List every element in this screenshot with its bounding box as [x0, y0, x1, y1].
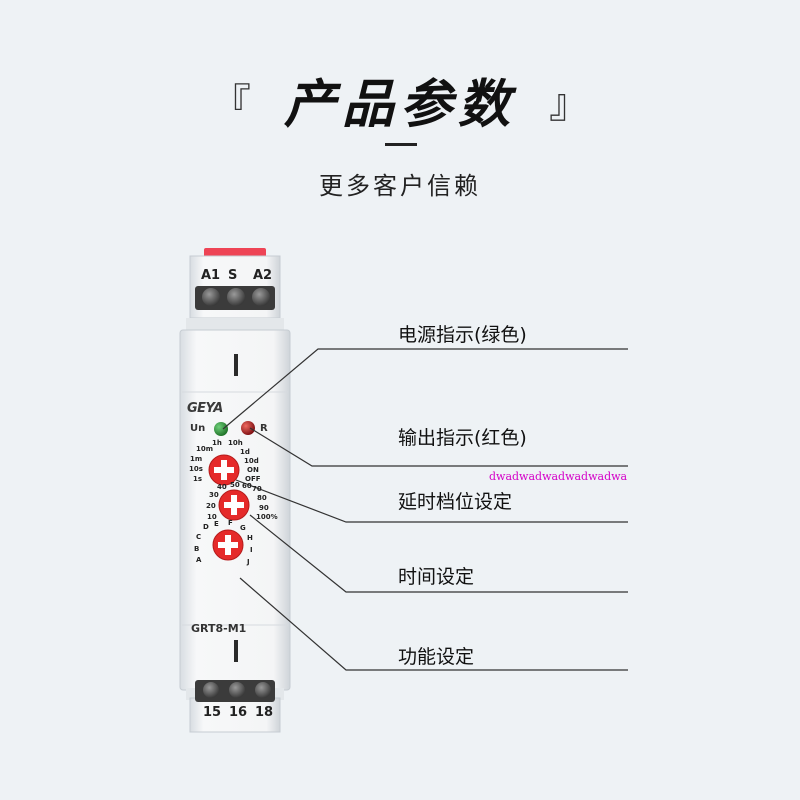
bottom-terminal-block — [189, 697, 281, 733]
callout-time-setting: 时间设定 — [398, 566, 475, 588]
dial-tick: 10d — [244, 457, 259, 465]
screw-icon — [227, 288, 245, 306]
callout-line-time — [249, 514, 628, 593]
bottom-screws — [203, 682, 271, 698]
power-led-icon — [214, 422, 228, 436]
dial-tick: 80 — [257, 494, 267, 502]
dial-tick: 50 — [230, 481, 240, 489]
knob-cross — [225, 535, 231, 555]
knob-cross — [221, 460, 227, 480]
callout-lines — [222, 348, 628, 671]
callout-line-output — [249, 427, 628, 467]
title-divider — [385, 143, 417, 146]
callout-line-percent — [235, 479, 628, 523]
dial-tick: 70 — [252, 485, 262, 493]
dial-tick: D — [203, 523, 209, 531]
callout-function-setting: 功能设定 — [398, 646, 475, 668]
screw-icon — [203, 682, 219, 698]
page-subtitle: 更多客户信赖 — [319, 172, 481, 200]
time-range-knob — [208, 454, 240, 486]
output-led-icon — [241, 421, 255, 435]
percent-knob — [218, 489, 250, 521]
terminal-a2-label: A2 — [253, 268, 273, 283]
dial-tick: C — [196, 533, 202, 541]
top-screws — [202, 288, 270, 306]
title-bracket-open: 『 — [210, 80, 251, 127]
dial-tick: 10s — [189, 465, 203, 473]
dial-tick: 1s — [193, 475, 203, 483]
dial-tick: 30 — [209, 491, 219, 499]
screw-icon — [252, 288, 270, 306]
dial-tick: G — [240, 524, 246, 532]
terminal-15-label: 15 — [203, 705, 222, 720]
dial-tick: I — [250, 546, 253, 554]
dial-tick: H — [247, 534, 253, 542]
dial-tick: 1d — [240, 448, 250, 456]
watermark-text: dwadwadwadwadwadwa — [489, 470, 628, 483]
dial-tick: 1m — [190, 455, 203, 463]
dial-tick: 10m — [196, 445, 214, 453]
terminal-s-label: S — [228, 268, 238, 283]
callout-output-indicator: 输出指示(红色) — [398, 427, 527, 449]
dial-tick: B — [194, 545, 200, 553]
screw-icon — [229, 682, 245, 698]
dial-tick: 20 — [206, 502, 216, 510]
dial-tick: E — [214, 520, 219, 528]
model-label: GRT8-M1 — [191, 622, 247, 635]
title-bracket-close: 』 — [549, 80, 590, 127]
power-indicator-label: Un — [190, 423, 206, 434]
terminal-16-label: 16 — [229, 705, 248, 720]
dial-tick: ON — [247, 466, 259, 474]
function-knob — [212, 529, 244, 561]
dial-tick: OFF — [245, 475, 261, 483]
dial-tick: 60 — [242, 482, 252, 490]
dial-tick: 1h — [212, 439, 222, 447]
callout-power-indicator: 电源指示(绿色) — [398, 324, 527, 346]
dial-tick: 10h — [228, 439, 243, 447]
callout-line-power — [222, 348, 628, 430]
upper-neck — [186, 318, 284, 332]
dial-tick: 40 — [217, 483, 227, 491]
callout-line-function — [239, 577, 628, 671]
page-title: 产品参数 — [283, 75, 516, 135]
title-row: 『 产品参数 』 — [0, 62, 800, 137]
terminal-18-label: 18 — [255, 705, 274, 720]
lower-slot — [234, 640, 238, 662]
dial-tick: J — [247, 558, 250, 566]
knob-cross — [231, 495, 237, 515]
dial-tick: 100% — [256, 513, 278, 521]
output-indicator-label: R — [260, 423, 268, 434]
screw-icon — [255, 682, 271, 698]
dial-tick: F — [228, 519, 233, 527]
terminal-a1-label: A1 — [201, 268, 221, 283]
upper-slot — [234, 354, 238, 376]
callout-delay-setting: 延时档位设定 — [398, 491, 513, 513]
screw-icon — [202, 288, 220, 306]
dial-tick: A — [196, 556, 202, 564]
dial-tick: 10 — [207, 513, 217, 521]
dial-tick: 90 — [259, 504, 269, 512]
brand-logo: GEYA — [187, 401, 223, 416]
page-header: 『 产品参数 』 更多客户信赖 — [0, 0, 800, 220]
